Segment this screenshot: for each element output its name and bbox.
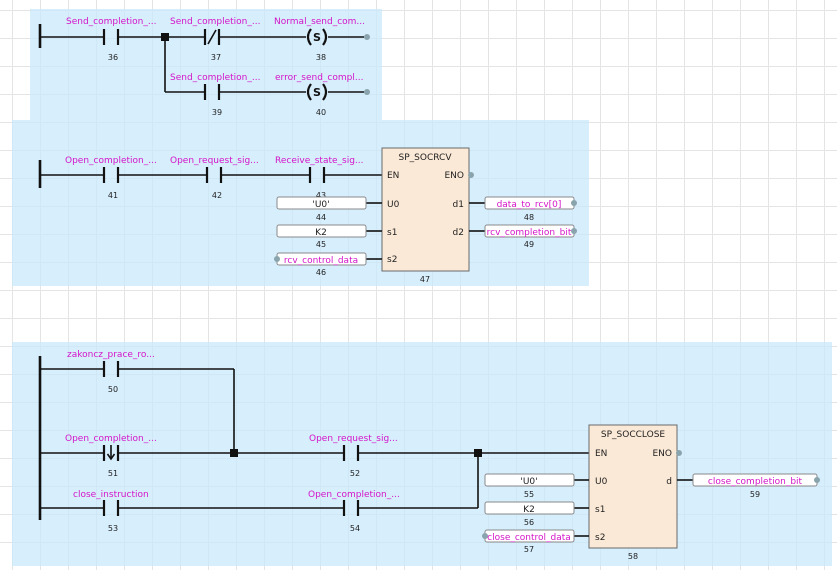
output-operand-rcv-completion-bit[interactable]: rcv_completion_bit 49 <box>484 224 577 249</box>
operand-number: 49 <box>524 240 534 249</box>
block-number: 47 <box>420 275 430 284</box>
contact-no-50[interactable]: zakoncz_prace_ro... 50 <box>67 350 155 394</box>
contact-label: Open_request_sig... <box>170 156 259 166</box>
operand-value: K2 <box>315 228 327 238</box>
eno-end-cap <box>468 172 474 178</box>
input-operand-k2[interactable]: K2 45 <box>276 224 367 249</box>
input-operand-u0[interactable]: 'U0' 44 <box>276 196 367 222</box>
operand-value: 'U0' <box>312 200 329 210</box>
coil-number: 40 <box>316 108 326 117</box>
contact-number: 37 <box>211 53 221 62</box>
wire-end-cap <box>364 34 370 40</box>
operand-number: 55 <box>524 490 534 499</box>
contact-label: Open_completion_... <box>65 434 157 444</box>
junction-dot <box>230 449 238 457</box>
input-operand-rcv-control-data[interactable]: rcv_control_data 46 <box>274 252 367 277</box>
contact-label: Send_completion_... <box>66 17 156 27</box>
coil-label: Normal_send_com... <box>274 17 365 27</box>
pin-s2: s2 <box>595 533 605 543</box>
block-number: 58 <box>628 552 638 561</box>
rung-2: Open_completion_... 41 Open_request_sig.… <box>38 147 577 284</box>
contact-number: 43 <box>316 191 326 200</box>
input-operand-k2[interactable]: K2 56 <box>484 501 575 527</box>
contact-no-39[interactable]: Send_completion_... 39 <box>170 73 260 117</box>
operand-value: 'U0' <box>520 477 537 487</box>
pin-d: d <box>666 477 672 487</box>
contact-number: 36 <box>108 53 118 62</box>
coil-number: 38 <box>316 53 326 62</box>
contact-falling-edge-51[interactable]: Open_completion_... 51 <box>65 434 157 478</box>
contact-number: 39 <box>212 108 222 117</box>
contact-no-36[interactable]: Send_completion_... 36 <box>66 17 156 62</box>
pin-u0: U0 <box>595 477 608 487</box>
contact-no-41[interactable]: Open_completion_... 41 <box>65 156 157 200</box>
contact-number: 50 <box>108 385 118 394</box>
contact-no-42[interactable]: Open_request_sig... 42 <box>170 156 259 200</box>
contact-number: 51 <box>108 469 118 478</box>
contact-no-54[interactable]: Open_completion_... 54 <box>308 490 400 533</box>
pin-u0: U0 <box>387 200 400 210</box>
contact-number: 53 <box>108 524 118 533</box>
contact-nc-37[interactable]: Send_completion_... 37 <box>170 17 260 62</box>
operand-number: 46 <box>316 268 326 277</box>
contact-label: Send_completion_... <box>170 17 260 27</box>
block-title: SP_SOCCLOSE <box>601 430 665 440</box>
rung-zone-3 <box>12 342 832 566</box>
contact-number: 42 <box>212 191 222 200</box>
block-title: SP_SOCRCV <box>399 153 453 163</box>
contact-label: close_instruction <box>73 490 149 500</box>
pin-eno: ENO <box>652 449 672 459</box>
contact-label: Open_request_sig... <box>309 434 398 444</box>
contact-no-43[interactable]: Receive_state_sig... 43 <box>275 156 364 200</box>
coil-symbol: S <box>313 86 321 99</box>
operand-number: 57 <box>524 545 534 554</box>
output-operand-close-completion-bit[interactable]: close_completion_bit 59 <box>692 473 820 499</box>
function-block-sp-socrcv[interactable]: SP_SOCRCV EN U0 s1 s2 ENO d1 d2 47 <box>381 147 470 284</box>
contact-label: zakoncz_prace_ro... <box>67 350 155 360</box>
contact-label: Send_completion_... <box>170 73 260 83</box>
function-block-sp-socclose[interactable]: SP_SOCCLOSE EN U0 s1 s2 ENO d 58 <box>588 424 678 561</box>
operand-value: rcv_completion_bit <box>487 228 572 238</box>
operand-number: 59 <box>750 490 760 499</box>
contact-label: Open_completion_... <box>308 490 400 500</box>
operand-number: 48 <box>524 213 534 222</box>
output-operand-data-to-rcv[interactable]: data_to_rcv[0] 48 <box>484 196 577 222</box>
operand-value: data_to_rcv[0] <box>497 200 562 210</box>
rung-3: zakoncz_prace_ro... 50 Open_completion_.… <box>38 350 820 561</box>
operand-number: 44 <box>316 213 326 222</box>
operand-number: 56 <box>524 518 534 527</box>
pin-s2: s2 <box>387 255 397 265</box>
pin-s1: s1 <box>595 505 605 515</box>
pin-en: EN <box>595 449 607 459</box>
contact-no-53[interactable]: close_instruction 53 <box>73 490 149 533</box>
contact-no-52[interactable]: Open_request_sig... 52 <box>309 434 398 478</box>
contact-number: 52 <box>350 469 360 478</box>
set-coil-40[interactable]: S error_send_compl... 40 <box>275 73 363 117</box>
input-operand-u0[interactable]: 'U0' 55 <box>484 473 575 499</box>
contact-label: Receive_state_sig... <box>275 156 364 166</box>
set-coil-38[interactable]: S Normal_send_com... 38 <box>274 17 365 62</box>
pin-eno: ENO <box>444 171 464 181</box>
rung-1: Send_completion_... 36 Send_completion_.… <box>38 17 370 117</box>
pin-d2: d2 <box>453 228 464 238</box>
pin-d1: d1 <box>453 200 464 210</box>
contact-number: 41 <box>108 191 118 200</box>
contact-number: 54 <box>350 524 360 533</box>
operand-value: rcv_control_data <box>284 256 358 266</box>
coil-symbol: S <box>313 31 321 44</box>
input-operand-close-control-data[interactable]: close_control_data 57 <box>482 529 575 554</box>
coil-label: error_send_compl... <box>275 73 363 83</box>
operand-number: 45 <box>316 240 326 249</box>
wire-end-cap <box>364 89 370 95</box>
operand-value: close_completion_bit <box>708 477 803 487</box>
eno-end-cap <box>676 450 682 456</box>
rung-zone-1a <box>30 9 382 120</box>
operand-value: K2 <box>523 505 535 515</box>
pin-en: EN <box>387 171 399 181</box>
pin-s1: s1 <box>387 228 397 238</box>
junction-dot <box>161 33 169 41</box>
operand-value: close_control_data <box>487 533 571 543</box>
contact-label: Open_completion_... <box>65 156 157 166</box>
